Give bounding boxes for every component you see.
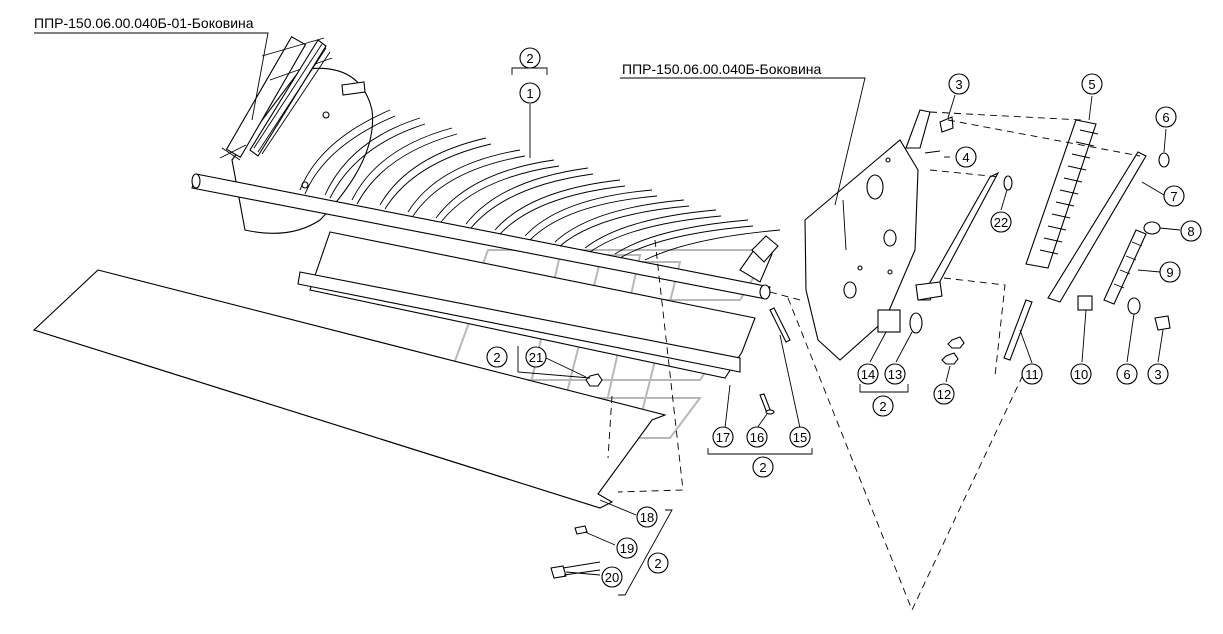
- svg-text:2: 2: [654, 556, 661, 571]
- svg-text:12: 12: [937, 387, 951, 402]
- nut-12a: [947, 336, 965, 349]
- ring-8: [1143, 221, 1161, 235]
- callout-2-mid: 2: [486, 346, 508, 368]
- strap-7: [1047, 151, 1147, 303]
- svg-text:22: 22: [994, 215, 1008, 230]
- callout-11: 11: [1021, 363, 1043, 385]
- svg-text:14: 14: [861, 367, 875, 382]
- callout-18: 18: [636, 506, 658, 528]
- hook-11: [1003, 299, 1033, 361]
- callout-2-lower: 2: [647, 552, 669, 574]
- callout-20: 20: [601, 566, 623, 588]
- assembly-guide-lines: [607, 111, 1141, 612]
- callout-10: 10: [1070, 363, 1092, 385]
- svg-text:13: 13: [888, 367, 902, 382]
- callout-7: 7: [1163, 185, 1185, 207]
- callout-19: 19: [616, 537, 638, 559]
- svg-text:18: 18: [640, 510, 654, 525]
- callout-8: 8: [1180, 220, 1202, 242]
- svg-text:6: 6: [1123, 367, 1130, 382]
- leader-lines: [34, 32, 1181, 596]
- bolt-20: [550, 561, 601, 579]
- plate-17: [297, 231, 756, 379]
- washer-6-bottom: [1127, 297, 1141, 315]
- nut-21: [585, 373, 603, 387]
- callout-5: 5: [1081, 73, 1103, 95]
- washer-19: [574, 525, 588, 535]
- callout-22: 22: [990, 211, 1012, 233]
- label-right-sidewall: ППР-150.06.00.040Б-Боковина: [622, 61, 822, 77]
- right-sidewall: [804, 139, 919, 361]
- svg-text:5: 5: [1088, 77, 1095, 92]
- callout-2-right: 2: [872, 395, 894, 417]
- callout-2-bottom: 2: [752, 456, 774, 478]
- bracket-3-top: [905, 109, 954, 149]
- svg-text:2: 2: [879, 399, 886, 414]
- svg-text:6: 6: [1162, 110, 1169, 125]
- shield-panel: [32, 269, 667, 509]
- washer-13: [909, 312, 923, 334]
- shaft-end-bracket: [739, 235, 779, 283]
- svg-text:3: 3: [955, 77, 962, 92]
- svg-text:1: 1: [526, 86, 533, 101]
- svg-text:8: 8: [1187, 224, 1194, 239]
- svg-text:21: 21: [529, 350, 543, 365]
- svg-text:16: 16: [750, 430, 764, 445]
- pin-15: [769, 307, 791, 343]
- svg-text:15: 15: [793, 430, 807, 445]
- tines-group: [299, 109, 781, 261]
- main-shaft: [191, 173, 771, 300]
- label-left-sidewall: ППР-150.06.00.040Б-01-Боковина: [34, 15, 254, 31]
- svg-text:2: 2: [526, 51, 533, 66]
- callout-21: 21: [525, 346, 547, 368]
- svg-text:3: 3: [1154, 367, 1161, 382]
- callout-6-top: 6: [1155, 106, 1177, 128]
- svg-text:7: 7: [1170, 189, 1177, 204]
- callout-17: 17: [712, 426, 734, 448]
- callout-13: 13: [884, 363, 906, 385]
- svg-text:11: 11: [1025, 367, 1039, 382]
- bushing-10: [1077, 295, 1093, 311]
- bolt-16: [759, 393, 775, 415]
- bracket-3-bottom: [1154, 315, 1171, 331]
- svg-text:20: 20: [605, 570, 619, 585]
- link-rod: [915, 171, 1000, 301]
- callout-3-bottom: 3: [1147, 363, 1169, 385]
- callout-12: 12: [933, 383, 955, 405]
- callout-15: 15: [789, 426, 811, 448]
- callout-3-top: 3: [948, 73, 970, 95]
- callout-marks: 2 1 3 4 5 6 7 8 9 22 14 13 2 12 11 10 6 …: [486, 47, 1202, 588]
- svg-text:9: 9: [1166, 265, 1173, 280]
- pin-4: [924, 150, 941, 154]
- bushing-14: [877, 309, 901, 333]
- svg-text:2: 2: [759, 460, 766, 475]
- callout-14: 14: [857, 363, 879, 385]
- callout-1: 1: [519, 82, 541, 104]
- callout-16: 16: [746, 426, 768, 448]
- nut-12b: [941, 352, 959, 365]
- svg-text:2: 2: [493, 350, 500, 365]
- spring-5: [1025, 119, 1099, 269]
- washer-22: [1003, 175, 1013, 191]
- callout-6-bottom: 6: [1116, 363, 1138, 385]
- svg-text:10: 10: [1074, 367, 1088, 382]
- svg-text:17: 17: [716, 430, 730, 445]
- spring-9: [1103, 229, 1147, 305]
- washer-6-top: [1158, 152, 1170, 168]
- svg-text:19: 19: [620, 541, 634, 556]
- callout-2-top: 2: [519, 47, 541, 69]
- callout-4: 4: [955, 146, 977, 168]
- svg-text:4: 4: [962, 150, 969, 165]
- callout-9: 9: [1159, 261, 1181, 283]
